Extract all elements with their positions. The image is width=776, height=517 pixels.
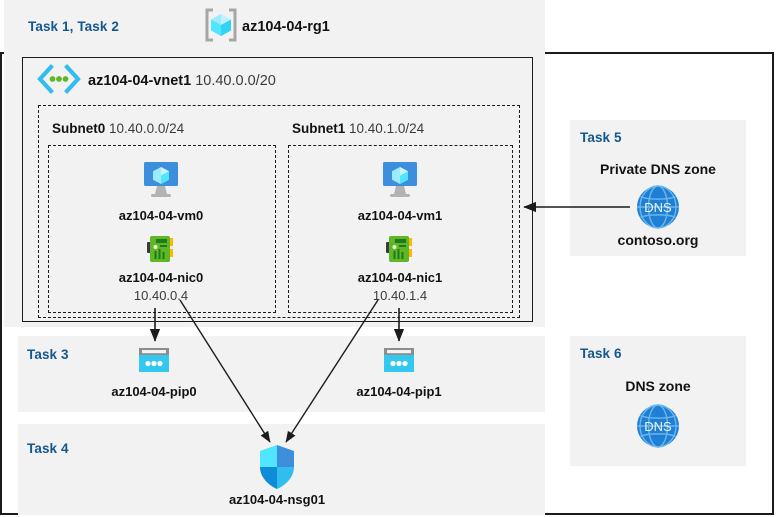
dns-zone-heading: DNS zone xyxy=(625,378,691,394)
nic1-private-ip: 10.40.1.4 xyxy=(372,288,428,303)
resource-group-header-panel xyxy=(4,0,545,52)
subnet0-prefix: 10.40.0.0/24 xyxy=(109,121,185,136)
virtual-network-icon xyxy=(37,64,81,94)
task-label-3: Task 3 xyxy=(27,347,69,362)
nic0-label: az104-04-nic0 xyxy=(118,270,204,285)
vnet-address-space: 10.40.0.0/20 xyxy=(195,73,276,89)
public-ip-panel xyxy=(18,336,545,412)
virtual-machine-icon xyxy=(383,162,417,197)
virtual-network-container xyxy=(22,57,533,322)
vnet-name: az104-04-vnet1 xyxy=(88,73,192,89)
dns-globe-icon: DNS xyxy=(637,404,679,448)
public-ip-address-icon xyxy=(139,348,169,372)
network-interface-icon xyxy=(386,236,412,262)
resource-group-cube-icon xyxy=(205,8,237,42)
resource-group-name: az104-04-rg1 xyxy=(242,19,330,35)
subnet0-name: Subnet0 xyxy=(52,121,106,136)
dns-icon-text: DNS xyxy=(644,200,672,215)
task-label-5: Task 5 xyxy=(580,130,622,145)
task-label-6: Task 6 xyxy=(580,346,622,361)
private-dns-zone-heading: Private DNS zone xyxy=(600,161,716,177)
virtual-machine-icon xyxy=(144,162,178,197)
subnet1-title: Subnet1 10.40.1.0/24 xyxy=(292,121,424,136)
private-dns-zone-name: contoso.org xyxy=(617,232,699,248)
subnet0-container xyxy=(48,145,276,313)
subnet1-prefix: 10.40.1.0/24 xyxy=(349,121,425,136)
pip1-label: az104-04-pip1 xyxy=(356,384,442,399)
nic1-label: az104-04-nic1 xyxy=(357,270,443,285)
subnet1-name: Subnet1 xyxy=(292,121,346,136)
vm0-label: az104-04-vm0 xyxy=(118,208,204,223)
pip0-label: az104-04-pip0 xyxy=(111,384,197,399)
dns-globe-icon: DNS xyxy=(637,185,679,229)
subnet1-container xyxy=(288,145,513,313)
public-ip-address-icon xyxy=(384,348,414,372)
subnets-group-container xyxy=(38,105,520,318)
task-label-4: Task 4 xyxy=(27,441,69,456)
dns-icon-text: DNS xyxy=(644,419,672,434)
vnet-title: az104-04-vnet1 10.40.0.0/20 xyxy=(88,73,276,89)
vm1-label: az104-04-vm1 xyxy=(357,208,443,223)
network-security-group-shield-icon xyxy=(260,445,294,489)
nsg-label: az104-04-nsg01 xyxy=(228,492,326,507)
subnet0-title: Subnet0 10.40.0.0/24 xyxy=(52,121,184,136)
task-label-1-2: Task 1, Task 2 xyxy=(28,19,119,34)
network-interface-icon xyxy=(147,236,173,262)
nic0-private-ip: 10.40.0.4 xyxy=(133,288,189,303)
